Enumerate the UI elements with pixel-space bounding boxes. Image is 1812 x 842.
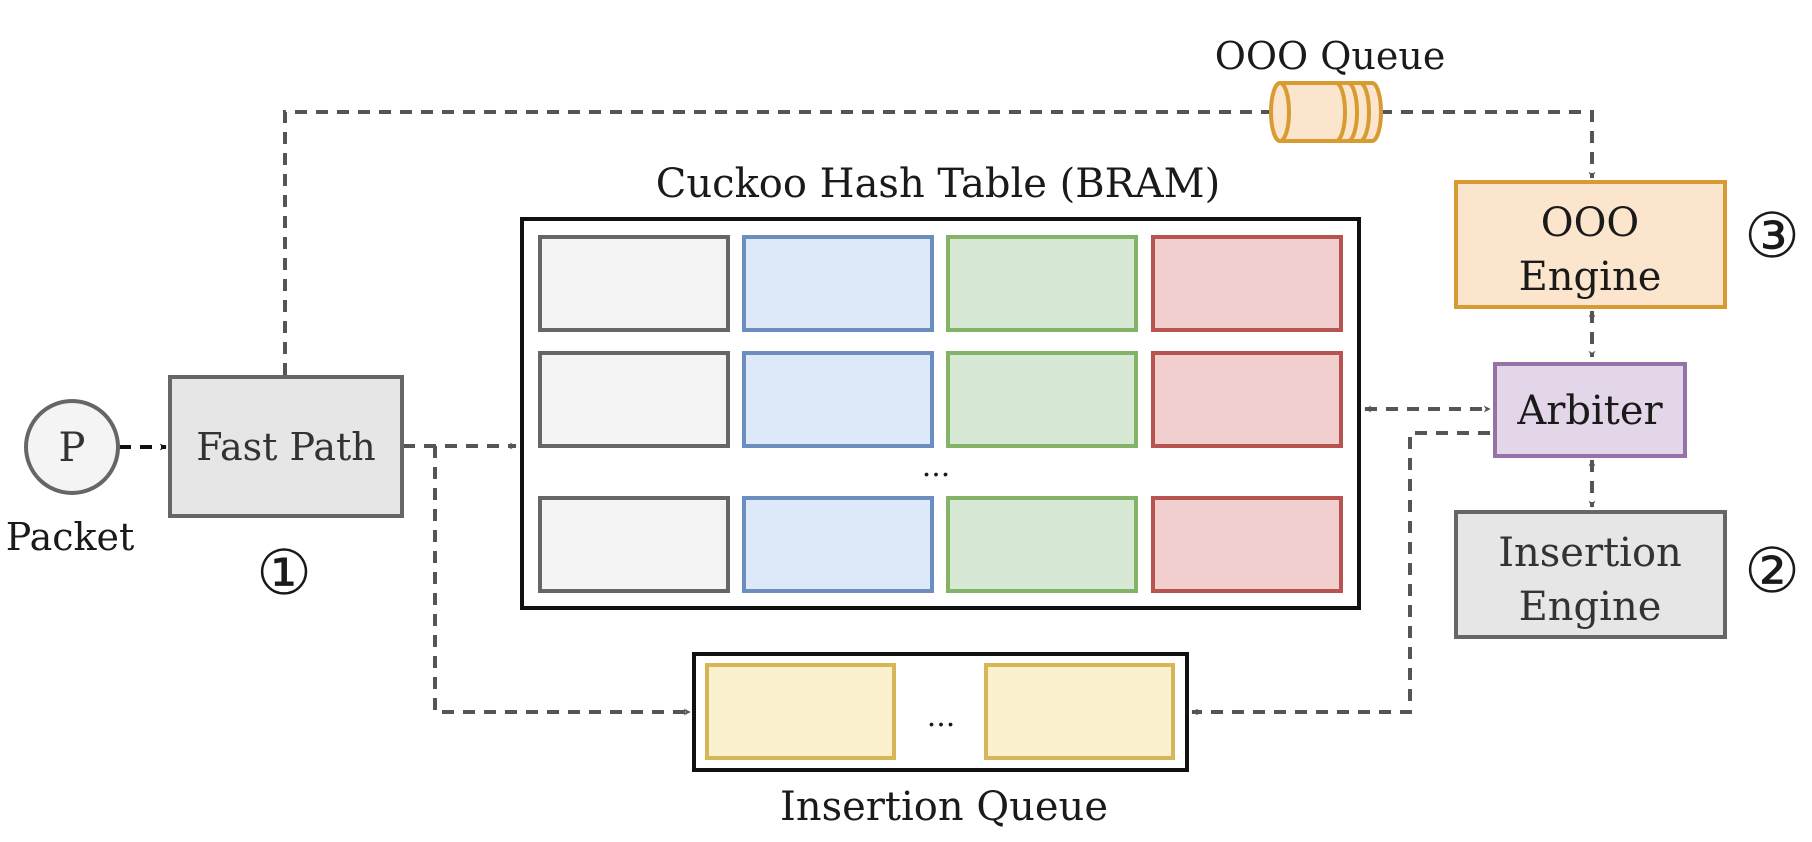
arrow-fastpath-to-insertion-queue	[433, 446, 691, 716]
insertion-engine-line2: Engine	[1519, 584, 1662, 630]
arbiter-block: Arbiter	[1493, 362, 1687, 458]
fast-path-block: Fast Path ①	[168, 375, 404, 609]
arbiter-box	[1493, 362, 1687, 458]
packet-label: Packet	[6, 515, 135, 559]
hash-cell-gray	[538, 496, 730, 593]
hash-cell-blue	[742, 235, 934, 332]
ooo-queue: OOO Queue	[1215, 34, 1446, 143]
insertion-queue-cell	[984, 663, 1175, 760]
hash-table-ellipsis: ...	[922, 449, 951, 484]
insertion-engine-box	[1454, 510, 1727, 639]
hash-table-title: Cuckoo Hash Table (BRAM)	[656, 161, 1220, 207]
arrow-ooo-queue-to-ooo-engine	[1380, 110, 1596, 179]
ooo-engine-box	[1454, 180, 1727, 309]
insertion-queue-label: Insertion Queue	[780, 784, 1108, 830]
arrow-arbiter-to-insertion-queue	[1191, 431, 1490, 716]
hash-row-3	[538, 496, 1343, 593]
hash-cell-gray	[538, 351, 730, 448]
connectors	[119, 110, 1596, 716]
insertion-queue-ellipsis: ...	[927, 699, 956, 734]
hash-cell-green	[946, 496, 1138, 593]
insertion-queue: ... Insertion Queue	[692, 652, 1189, 830]
hash-cell-blue	[742, 496, 934, 593]
ooo-engine-line1: OOO	[1541, 200, 1639, 246]
insertion-engine-block: Insertion Engine ②	[1454, 510, 1800, 639]
hash-cell-red	[1151, 235, 1343, 332]
hash-cell-red	[1151, 351, 1343, 448]
hash-cell-gray	[538, 235, 730, 332]
cuckoo-hash-table: Cuckoo Hash Table (BRAM) ...	[520, 161, 1361, 610]
insertion-engine-line1: Insertion	[1498, 530, 1682, 576]
hash-row-1	[538, 235, 1343, 332]
ooo-engine-line2: Engine	[1519, 254, 1662, 300]
hash-cell-green	[946, 235, 1138, 332]
fast-path-box	[168, 375, 404, 518]
fast-path-label: Fast Path	[196, 425, 376, 469]
packet-symbol: P	[59, 425, 86, 471]
ooo-engine-step-number: ③	[1744, 199, 1800, 272]
packet-node: P Packet	[6, 399, 135, 559]
hash-cell-blue	[742, 351, 934, 448]
packet-circle	[24, 399, 120, 495]
hash-row-2	[538, 351, 1343, 448]
arbiter-label: Arbiter	[1516, 388, 1663, 434]
ooo-queue-cylinder-icon	[1269, 81, 1383, 143]
ooo-queue-label: OOO Queue	[1215, 34, 1446, 78]
arrow-fastpath-to-ooo-queue	[283, 110, 1270, 375]
hash-cell-green	[946, 351, 1138, 448]
ooo-engine-block: OOO Engine ③	[1454, 180, 1800, 309]
insertion-engine-step-number: ②	[1744, 534, 1800, 607]
hash-cell-red	[1151, 496, 1343, 593]
fast-path-step-number: ①	[256, 536, 312, 609]
insertion-queue-cell	[705, 663, 896, 760]
